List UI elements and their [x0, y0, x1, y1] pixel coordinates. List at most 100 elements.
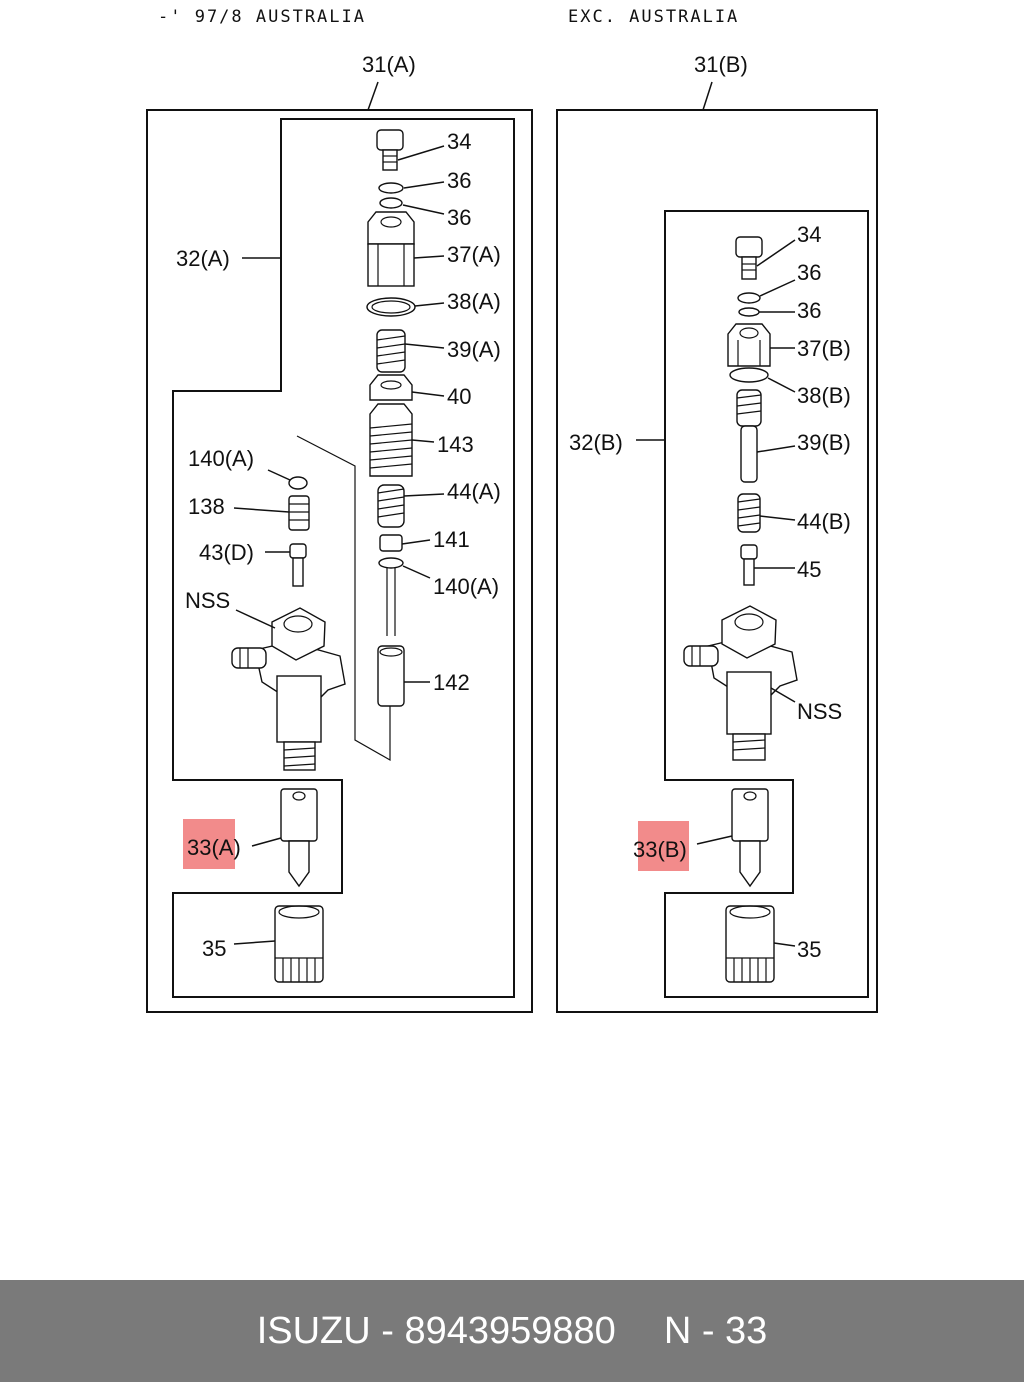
left-assembly-label: 31(A): [362, 52, 416, 77]
leader-37: [413, 255, 445, 259]
o-ring-icon: [729, 367, 769, 383]
footer-part-number: ISUZU - 8943959880: [256, 1309, 616, 1352]
left-subassembly-label: 32(A): [176, 246, 230, 271]
leader-44: [403, 493, 445, 497]
label-142: 142: [433, 670, 470, 695]
label-36a: 36: [447, 168, 471, 193]
label-nss-left: NSS: [185, 588, 230, 613]
r-leader-nss: [770, 687, 796, 703]
r-leader-35: [773, 942, 796, 947]
washer-icon: [738, 307, 760, 317]
r-leader-44: [759, 515, 796, 521]
r-label-nss: NSS: [797, 699, 842, 724]
leader-35a: [233, 940, 276, 945]
label-40: 40: [447, 384, 471, 409]
r-label-36b: 36: [797, 298, 821, 323]
nozzle-icon: [731, 788, 769, 888]
leader-40: [411, 391, 445, 397]
leader-138: [233, 507, 290, 513]
nozzle-label-highlight: [183, 819, 235, 869]
leader-140a: [267, 469, 291, 481]
right-assembly-label: 31(B): [694, 52, 748, 77]
label-33b: 33(B): [633, 837, 687, 862]
nozzle-nut-icon: [725, 905, 775, 983]
alignment-lines: [296, 435, 391, 762]
label-35a: 35: [202, 936, 226, 961]
r-label-44: 44(B): [797, 509, 851, 534]
leader-141: [401, 539, 431, 545]
cap-nut-icon: [727, 323, 771, 367]
label-38: 38(A): [447, 289, 501, 314]
left-inner-box: [172, 118, 515, 998]
label-39: 39(A): [447, 337, 501, 362]
label-34: 34: [447, 129, 471, 154]
right-assembly-leader: [702, 81, 713, 111]
hex-nut-icon: [369, 374, 413, 401]
r-label-34: 34: [797, 222, 821, 247]
spring-seat-icon: [376, 329, 406, 373]
footer-bar: ISUZU - 8943959880 N - 33: [0, 1280, 1024, 1382]
label-44: 44(A): [447, 479, 501, 504]
pin-icon: [289, 543, 307, 587]
leader-36a: [403, 181, 445, 189]
label-33a: 33(A): [187, 835, 241, 860]
right-outer-box: [556, 109, 878, 1013]
banjo-bolt-icon: [376, 129, 404, 171]
left-assembly-leader: [367, 81, 379, 111]
injector-holder-icon: [683, 605, 798, 761]
right-inner-box: [664, 210, 869, 998]
left-panel: 31(A) 32(A) 34 36 36 37(A): [146, 52, 533, 1013]
spring-icon: [737, 493, 761, 533]
r-leader-34: [756, 239, 796, 267]
r-label-35: 35: [797, 937, 821, 962]
washer-icon: [378, 557, 404, 569]
cap-nut-icon: [367, 211, 415, 287]
label-36b: 36: [447, 205, 471, 230]
label-143: 143: [437, 432, 474, 457]
r-leader-36a: [759, 279, 796, 297]
r-label-39: 39(B): [797, 430, 851, 455]
push-rod-icon: [736, 389, 762, 483]
right-panel: 31(B) 32(B) 34 36 36 37(B): [556, 52, 878, 1013]
washer-icon: [288, 476, 308, 490]
nozzle-label-highlight: [638, 821, 689, 871]
leader-36b: [402, 204, 445, 215]
header-right: EXC. AUSTRALIA: [568, 7, 739, 27]
parts-diagram: -' 97/8 AUSTRALIA EXC. AUSTRALIA 31(A) 3…: [146, 7, 878, 1013]
retaining-body-icon: [369, 403, 413, 477]
leader-143: [411, 439, 435, 443]
spring-icon: [377, 484, 405, 528]
label-43: 43(D): [199, 540, 254, 565]
leader-nss-left: [235, 609, 276, 629]
r-leader-39: [756, 445, 796, 453]
injector-holder-icon: [231, 607, 346, 771]
r-label-45: 45: [797, 557, 821, 582]
washer-icon: [737, 292, 761, 304]
pin-icon: [740, 544, 758, 586]
r-label-38: 38(B): [797, 383, 851, 408]
footer-content: ISUZU - 8943959880 N - 33: [0, 1280, 1024, 1382]
label-37: 37(A): [447, 242, 501, 267]
label-141: 141: [433, 527, 470, 552]
header-left: -' 97/8 AUSTRALIA: [158, 7, 366, 27]
spacer-icon: [377, 645, 405, 707]
leader-33a: [251, 837, 282, 847]
leader-33b: [696, 835, 733, 845]
right-subassembly-label: 32(B): [569, 430, 623, 455]
r-label-37: 37(B): [797, 336, 851, 361]
nozzle-icon: [280, 788, 318, 888]
label-138: 138: [188, 494, 225, 519]
r-label-36a: 36: [797, 260, 821, 285]
leader-140b: [402, 565, 431, 579]
footer-page-ref: N - 33: [663, 1309, 768, 1352]
leader-39: [404, 343, 445, 349]
r-leader-38: [767, 377, 796, 393]
nozzle-nut-icon: [274, 905, 324, 983]
left-outer-box: [146, 109, 533, 1013]
leader-34: [397, 145, 445, 161]
washer-icon: [379, 197, 403, 209]
washer-icon: [378, 182, 404, 194]
banjo-bolt-icon: [735, 236, 763, 280]
shim-stack-icon: [288, 495, 310, 531]
leader-38: [414, 302, 445, 307]
